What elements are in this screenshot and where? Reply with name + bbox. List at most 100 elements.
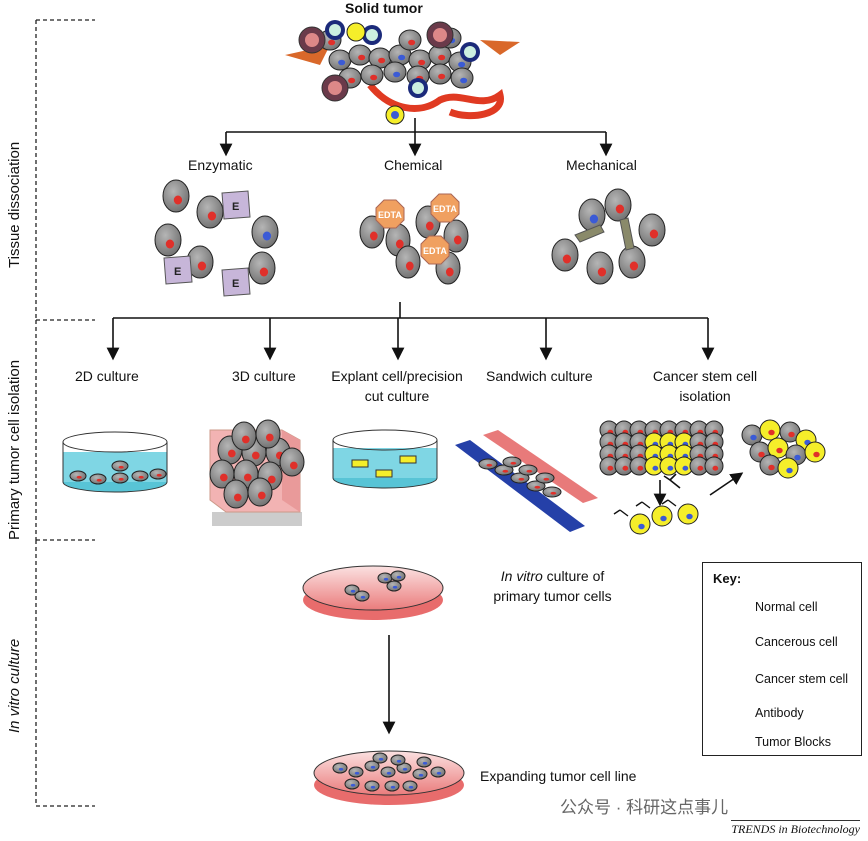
enzyme-shape: E (221, 190, 251, 220)
cell (614, 456, 634, 476)
antibody (635, 501, 651, 509)
cell (651, 505, 673, 527)
antibody (663, 473, 681, 489)
cell (131, 470, 149, 482)
antibody (613, 509, 629, 517)
cell (502, 456, 522, 468)
solid-tumor-title: Solid tumor (345, 0, 423, 16)
cell (231, 421, 257, 451)
cell (149, 468, 167, 480)
cell (354, 590, 370, 602)
tumor-dark-cell (321, 74, 349, 102)
cell (386, 580, 402, 592)
dish-explant (332, 429, 438, 489)
section-brackets (35, 19, 95, 807)
label-3d-culture: 3D culture (232, 368, 296, 384)
cell (804, 441, 826, 463)
cell (380, 766, 396, 778)
tumor-ring-cell (460, 42, 480, 62)
cell (450, 67, 474, 89)
cell (428, 63, 452, 85)
cell (478, 458, 498, 470)
cell (689, 456, 709, 476)
tumor-dark-cell (298, 26, 326, 54)
cell (390, 570, 406, 582)
cell (629, 513, 651, 535)
cell (402, 780, 418, 792)
dish-invitro-2 (313, 750, 465, 805)
tumor-ring-cell (408, 78, 428, 98)
cell (248, 251, 276, 285)
cell (359, 215, 385, 249)
cell (443, 219, 469, 253)
cell (777, 457, 799, 479)
label-sandwich: Sandwich culture (486, 368, 593, 384)
cell (767, 437, 789, 459)
footer-credit: TRENDS in Biotechnology (731, 820, 860, 836)
cell (111, 460, 129, 472)
sandwich-illustration (455, 430, 598, 532)
cell (388, 44, 412, 66)
cell (551, 238, 579, 272)
cell (360, 64, 384, 86)
section-in-vitro: In vitro culture (6, 638, 23, 733)
cell (704, 456, 724, 476)
cell (344, 778, 360, 790)
cell (759, 419, 781, 441)
section-primary-isolation: Primary tumor cell isolation (6, 359, 23, 540)
cell (430, 766, 446, 778)
cell (677, 503, 699, 525)
cell (779, 421, 801, 443)
edta-label: EDTA (378, 210, 402, 220)
cell (186, 245, 214, 279)
chemical-illustration: EDTA EDTA EDTA (359, 193, 469, 285)
cell (390, 754, 406, 766)
enzyme-shape: E (221, 267, 251, 297)
method-chemical: Chemical (384, 157, 443, 173)
cell (344, 584, 360, 596)
cell (586, 251, 614, 285)
enzyme-label: E (232, 278, 239, 290)
section-tissue-dissociation: Tissue dissociation (6, 141, 23, 268)
cube-3d (209, 419, 305, 526)
watermark: 公众号 · 科研这点事儿 (560, 798, 729, 817)
label-invitro-step2: Expanding tumor cell line (480, 768, 637, 784)
cell (759, 454, 781, 476)
label-csc: Cancer stem cell isolation (652, 368, 758, 404)
dish-invitro-1 (302, 565, 444, 620)
cell (368, 47, 392, 69)
method-enzymatic: Enzymatic (188, 157, 253, 173)
cell (279, 447, 305, 477)
cell (604, 188, 632, 222)
key-cancer-stem-cell: Cancer stem cell (755, 672, 849, 686)
isolation-arrows (106, 302, 715, 361)
edta-badge: EDTA (420, 235, 450, 265)
cell (416, 756, 432, 768)
edta-badge: EDTA (375, 199, 405, 229)
cell (255, 419, 281, 449)
cell (510, 472, 530, 484)
cell (542, 486, 562, 498)
cell (384, 780, 400, 792)
enzyme-shape: E (163, 255, 193, 285)
tumor-ring-cell (362, 25, 382, 45)
edta-badge: EDTA (430, 193, 460, 223)
cell (196, 195, 224, 229)
enzyme-label: E (174, 266, 181, 278)
cell (412, 768, 428, 780)
cell (89, 473, 107, 485)
cell (348, 44, 372, 66)
enzyme-label: E (232, 201, 239, 213)
key-cancerous-cell: Cancerous cell (755, 635, 838, 649)
key-normal-cell: Normal cell (755, 600, 818, 614)
cell (251, 215, 279, 249)
cell (398, 29, 422, 51)
mechanical-illustration (551, 188, 666, 285)
cell (518, 464, 538, 476)
key-tumor-blocks: Tumor Blocks (755, 735, 831, 749)
tumor-dark-cell (426, 21, 454, 49)
cell (578, 198, 606, 232)
blade (574, 224, 605, 243)
cell (328, 49, 352, 71)
cell (154, 223, 182, 257)
